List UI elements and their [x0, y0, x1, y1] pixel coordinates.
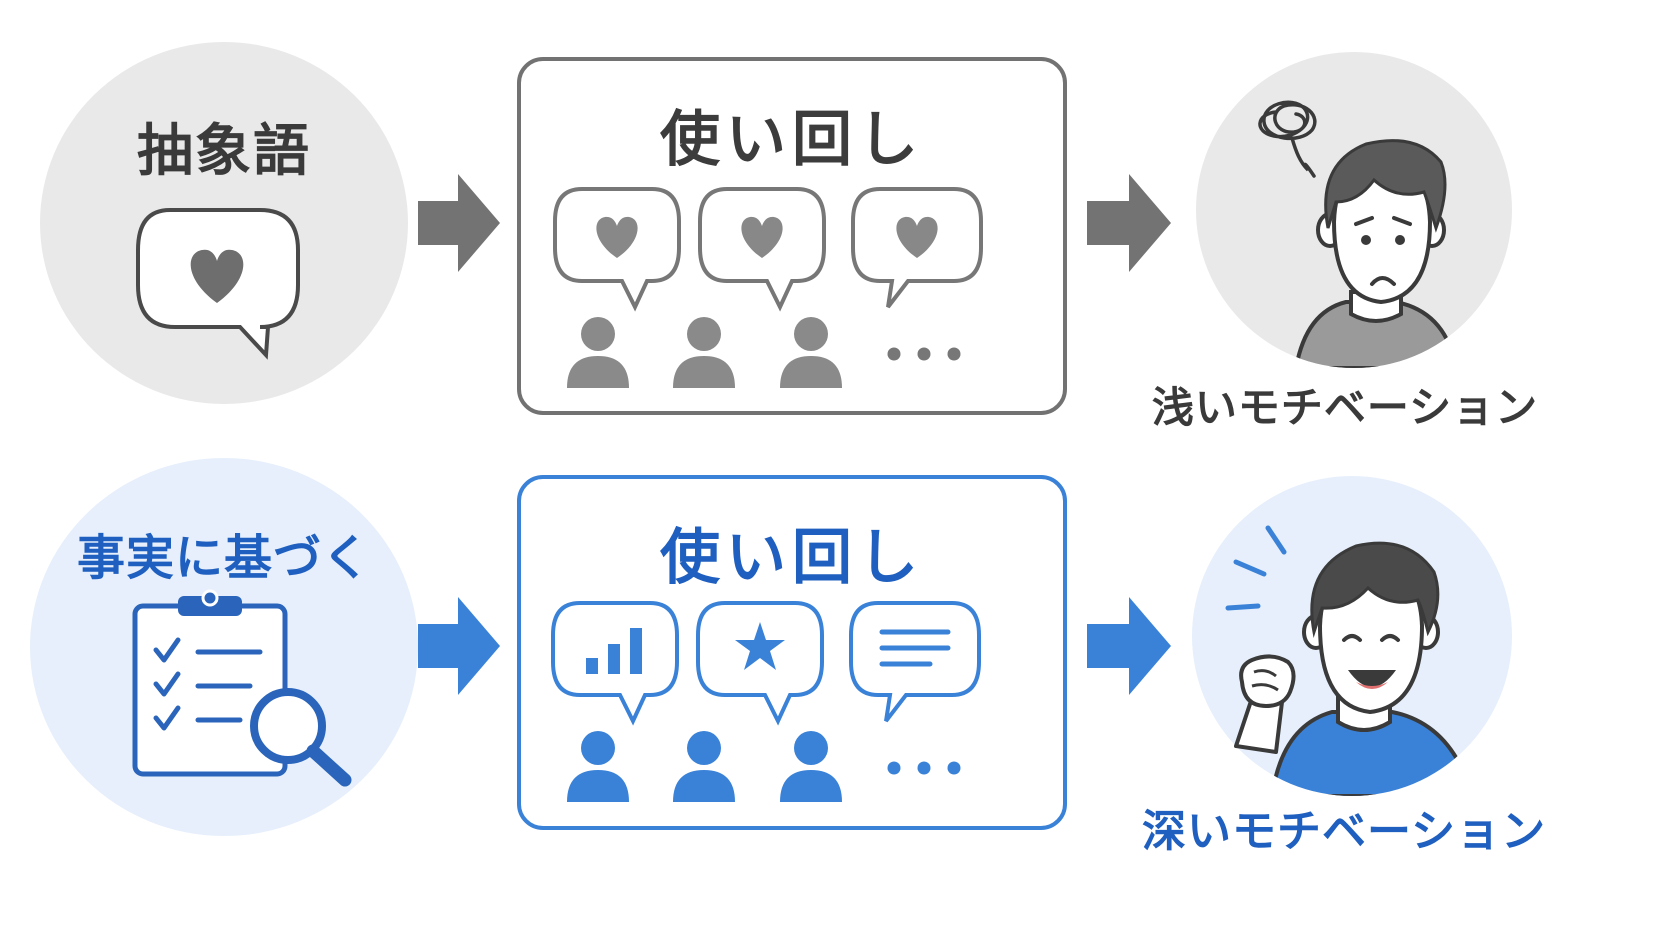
speech-bubble-heart-icon	[851, 187, 983, 309]
arrow-right-icon	[1087, 597, 1171, 695]
reuse-title: 使い回し	[660, 523, 924, 593]
worried-person-icon	[1258, 100, 1459, 368]
person-icon	[567, 317, 629, 388]
abstract-word-label: 抽象語	[137, 119, 311, 184]
motivated-person-icon	[1225, 525, 1475, 796]
person-icon	[567, 731, 629, 802]
person-icon	[780, 731, 842, 802]
arrow-right-icon	[418, 597, 500, 695]
ellipsis-icon	[887, 761, 961, 775]
person-icon	[673, 317, 735, 388]
arrow-right-icon	[1087, 174, 1171, 272]
text-lines-bubble-icon	[849, 601, 981, 723]
shallow-motivation-label: 浅いモチベーション	[1151, 383, 1539, 432]
person-icon	[673, 731, 735, 802]
clipboard-magnifier-icon	[132, 589, 352, 787]
bar-chart-bubble-icon	[551, 601, 679, 726]
arrow-right-icon	[418, 174, 500, 272]
speech-bubble-heart-icon	[136, 208, 300, 360]
speech-bubble-heart-icon	[698, 187, 826, 312]
reuse-title: 使い回し	[660, 105, 924, 175]
ellipsis-icon	[887, 347, 961, 361]
fact-based-label: 事実に基づく	[76, 530, 371, 586]
deep-motivation-label: 深いモチベーション	[1142, 806, 1547, 857]
person-icon	[780, 317, 842, 388]
speech-bubble-heart-icon	[553, 187, 681, 312]
star-bubble-icon	[696, 601, 824, 726]
